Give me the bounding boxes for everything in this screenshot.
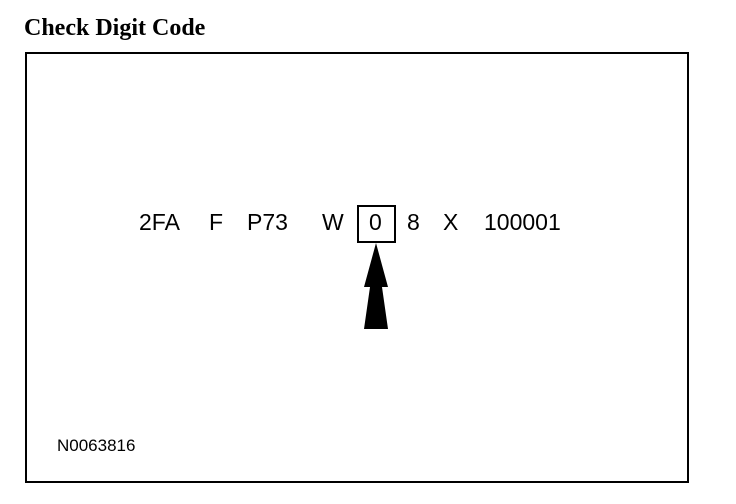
vin-segment-restraint: F	[209, 209, 224, 235]
vin-segment-wmi: 2FA	[139, 209, 180, 235]
figure-code: N0063816	[57, 436, 136, 455]
vin-segment-serial: 100001	[484, 209, 561, 235]
figure-frame	[25, 52, 689, 483]
vin-segment-engine: W	[322, 209, 344, 235]
vin-check-digit: 0	[369, 209, 382, 235]
check-digit-box	[357, 205, 396, 243]
pointer-arrow-icon	[364, 243, 388, 329]
vin-segment-plant: X	[443, 209, 459, 235]
vin-segment-model-year: 8	[407, 209, 420, 235]
figure-title: Check Digit Code	[24, 15, 206, 41]
vin-segment-model: P73	[247, 209, 288, 235]
